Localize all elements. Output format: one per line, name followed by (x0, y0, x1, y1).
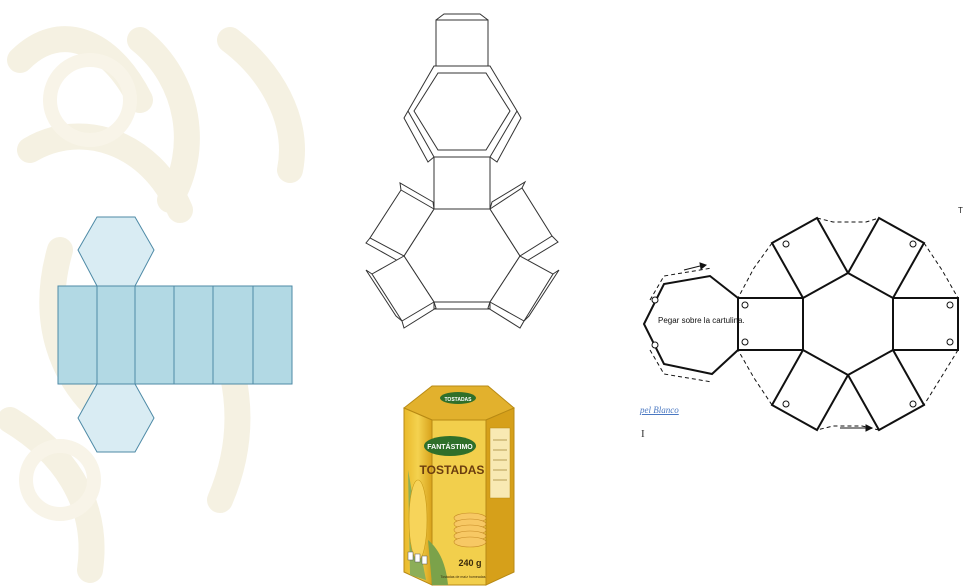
box-product-name: TOSTADAS (420, 463, 485, 477)
prism-face-3 (134, 285, 175, 385)
prism-face-5 (212, 285, 254, 385)
tostadas-stack (453, 512, 487, 548)
template-wall-lower-left (770, 348, 850, 432)
template-wall-left (737, 297, 804, 351)
document-link-fragment[interactable]: pel Blanco (640, 405, 679, 415)
glue-instruction-label: Pegar sobre la cartulina. (658, 316, 745, 325)
box-top-band: TOSTADAS (444, 397, 472, 403)
template-lid-hexagon (642, 274, 739, 376)
cursor-icon: I (641, 428, 645, 440)
box-weight: 240 g (458, 558, 481, 568)
prism-face-4 (173, 285, 214, 385)
box-brand: FANTÁSTIMO (427, 442, 473, 451)
edge-text-fragment: T (958, 206, 963, 215)
box-footer: Tostadas de maíz horneadas (441, 575, 486, 579)
prism-face-6 (252, 285, 293, 385)
prism-face-1 (57, 285, 98, 385)
